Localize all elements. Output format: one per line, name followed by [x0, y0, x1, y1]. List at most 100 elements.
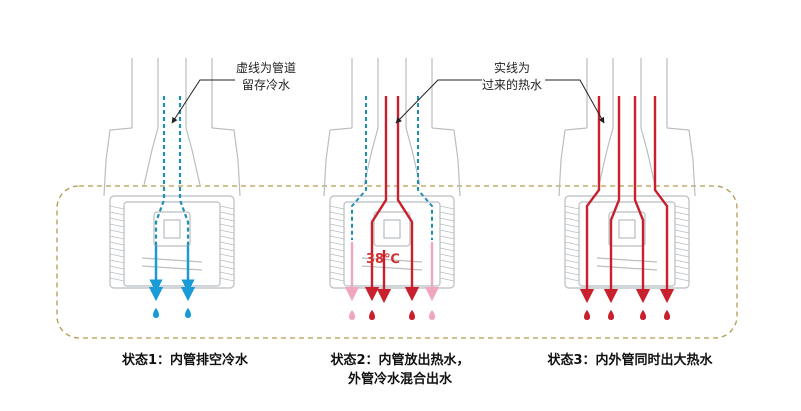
inner-shoulder-right: [640, 127, 656, 186]
thread-left: [329, 205, 345, 210]
thread-right: [219, 247, 235, 252]
inner-shoulder-left: [143, 127, 159, 186]
cold-drop: [185, 308, 191, 318]
thread-left: [109, 229, 125, 234]
thread-left: [329, 235, 345, 240]
thread-right: [439, 205, 455, 210]
aerator-line-2: [141, 265, 203, 271]
thread-left: [109, 247, 125, 252]
thread-left: [564, 265, 580, 270]
hot-drop: [409, 310, 415, 320]
thread-right: [674, 217, 690, 222]
inner-shoulder-right: [185, 127, 201, 186]
dashed-note-leader: [171, 79, 235, 124]
valve-body: [373, 211, 411, 247]
thread-left: [329, 277, 345, 282]
thread-right: [219, 253, 235, 258]
cold-dashed-flow-right: [178, 96, 195, 293]
cold-dashed-flow-left: [149, 96, 166, 293]
thread-left: [564, 253, 580, 258]
thread-right: [219, 241, 235, 246]
hot-drop: [369, 310, 375, 320]
thread-right: [674, 241, 690, 246]
faucet-outlines: [103, 58, 696, 289]
thread-left: [564, 271, 580, 276]
thread-left: [109, 253, 125, 258]
thread-left: [329, 247, 345, 252]
thread-right: [674, 277, 690, 282]
thread-left: [564, 217, 580, 222]
hot-flow-left: [364, 96, 388, 302]
thread-left: [329, 211, 345, 216]
dashed-pipe-note: 虚线为管道 留存冷水: [236, 60, 296, 94]
thread-left: [329, 229, 345, 234]
faucet-2: [323, 58, 461, 289]
thread-right: [219, 277, 235, 282]
hot-drop: [664, 310, 670, 320]
state1-flow: [148, 96, 196, 318]
mixed-drop: [349, 310, 355, 320]
thread-left: [109, 265, 125, 270]
thread-right: [439, 265, 455, 270]
thread-right: [219, 217, 235, 222]
thread-left: [109, 277, 125, 282]
state1-caption-line-1: 状态1：内管排空冷水: [121, 353, 249, 368]
thread-right: [439, 217, 455, 222]
thread-right: [219, 259, 235, 264]
thread-left: [109, 235, 125, 240]
thread-right: [219, 205, 235, 210]
state2-caption-line-2: 外管冷水混合出水: [347, 372, 452, 387]
thread-left: [329, 259, 345, 264]
hot-flow-outer-left: [579, 96, 601, 304]
thread-left: [329, 253, 345, 258]
thread-left: [109, 211, 125, 216]
thread-right: [674, 259, 690, 264]
hot-drop: [608, 310, 614, 320]
hot-drop: [640, 310, 646, 320]
thread-right: [439, 211, 455, 216]
nozzle-inner: [123, 201, 221, 287]
thread-left: [329, 265, 345, 270]
thread-left: [564, 259, 580, 264]
thread-right: [674, 229, 690, 234]
thread-right: [674, 247, 690, 252]
solid-note-leader: [395, 79, 482, 124]
thread-left: [329, 241, 345, 246]
cold-drop: [153, 308, 159, 318]
shoulder-left: [558, 127, 588, 197]
valve-core: [618, 219, 636, 239]
dashed-note-line-1: 虚线为管道: [236, 61, 297, 75]
thread-left: [329, 271, 345, 276]
nozzle-inner: [578, 201, 676, 287]
thread-right: [439, 229, 455, 234]
solid-note-line-2: 过来的热水: [482, 78, 543, 92]
valve-core: [383, 219, 401, 239]
thread-left: [109, 217, 125, 222]
state2-flow: [344, 96, 440, 320]
temperature-label: 38℃: [366, 252, 400, 267]
thread-right: [219, 229, 235, 234]
thread-right: [674, 235, 690, 240]
thread-right: [439, 235, 455, 240]
valve-body: [608, 211, 646, 247]
thread-right: [439, 253, 455, 258]
faucet-3: [558, 58, 696, 289]
thread-right: [219, 265, 235, 270]
mixed-drop: [429, 310, 435, 320]
nozzle-head: [329, 195, 455, 289]
cold-dashed-outer-left: [351, 96, 367, 240]
valve-core: [163, 219, 181, 239]
aerator-line-1: [141, 257, 203, 263]
aerator-line-2: [596, 265, 658, 271]
thread-right: [674, 265, 690, 270]
thread-left: [109, 205, 125, 210]
thread-right: [439, 271, 455, 276]
hot-flow-inner-right: [633, 96, 651, 304]
thread-right: [219, 223, 235, 228]
thread-right: [439, 241, 455, 246]
shoulder-right: [666, 127, 696, 197]
thread-right: [674, 271, 690, 276]
state2-caption-line-1: 状态2：内管放出热水，: [330, 353, 470, 368]
